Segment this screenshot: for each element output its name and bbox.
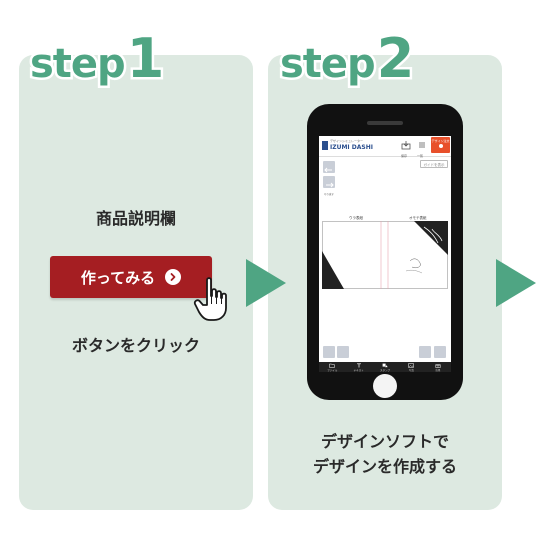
toolbar-file[interactable]: ファイル [319, 362, 345, 372]
product-description-label: 商品説明欄 [95, 209, 176, 228]
app-logo-subtitle: デザインシミュレーター [330, 139, 363, 143]
step2-heading: step2 [278, 29, 417, 88]
toolbar-text[interactable]: テキスト [345, 362, 371, 372]
app-bottom-toolbar: ファイル テキスト スタンプ 写真 背景 [319, 362, 451, 372]
phone-speaker [367, 121, 403, 125]
photo-icon [408, 362, 415, 368]
triangle-right-icon [496, 259, 536, 307]
try-making-button[interactable]: 作ってみる [50, 256, 212, 298]
toolbar-background[interactable]: 背景 [425, 362, 451, 372]
save-icon[interactable]: 保存 [401, 139, 411, 158]
layer-button[interactable] [419, 346, 431, 358]
app-header: デザインシミュレーター IZUMI DASHI 保存 一覧 デザイン注文 [319, 136, 451, 158]
step1-word: step [28, 41, 129, 87]
save-label: 保存 [401, 154, 408, 158]
toolbar-photo[interactable]: 写真 [398, 362, 424, 372]
toolbar-stamp-label: スタンプ [380, 368, 390, 372]
step2-word: step [278, 41, 379, 87]
app-logo-name: IZUMI DASHI [330, 144, 373, 151]
phone-home-button [373, 374, 397, 398]
settings-button[interactable] [323, 346, 335, 358]
design-instruction-line2: デザインを作成する [312, 457, 457, 476]
front-cover-label: オモテ表紙 [409, 216, 427, 220]
step1-heading: step1 [28, 29, 167, 88]
toolbar-stamp[interactable]: スタンプ [372, 362, 398, 372]
list-label: 一覧 [417, 154, 424, 158]
gift-icon [435, 363, 441, 368]
toolbar-text-label: テキスト [353, 368, 364, 372]
design-canvas[interactable] [322, 221, 448, 289]
toolbar-file-label: ファイル [327, 368, 338, 372]
toolbar-photo-label: 写真 [408, 368, 414, 372]
show-guide-button[interactable]: ガイドを表示 [420, 160, 448, 168]
list-icon[interactable]: 一覧 [417, 139, 427, 158]
click-button-instruction: ボタンをクリック [71, 336, 200, 355]
order-chevron-icon [438, 144, 443, 148]
hand-pointer-icon [193, 277, 227, 321]
toolbar-background-label: 背景 [435, 368, 441, 372]
design-app-screen: デザインシミュレーター IZUMI DASHI 保存 一覧 デザイン注文 元に戻… [319, 136, 451, 372]
grid-button[interactable] [337, 346, 349, 358]
fullscreen-button[interactable] [434, 346, 446, 358]
try-making-button-label: 作ってみる [80, 268, 156, 287]
smartphone-mockup: デザインシミュレーター IZUMI DASHI 保存 一覧 デザイン注文 元に戻… [307, 104, 463, 400]
design-order-button[interactable]: デザイン注文 [431, 137, 450, 153]
stamp-icon [382, 363, 388, 368]
text-icon [356, 362, 361, 367]
undo-button[interactable]: 元に戻す [323, 161, 335, 181]
logo-icon [322, 141, 328, 150]
redo-label: やり直す [323, 193, 334, 196]
step2-number: 2 [374, 27, 417, 90]
circle-chevron-right-icon [165, 269, 182, 285]
step1-number: 1 [124, 27, 167, 90]
folder-icon [329, 363, 335, 368]
design-order-label: デザイン注文 [431, 139, 450, 143]
back-cover-label: ウラ表紙 [349, 216, 363, 220]
triangle-right-icon [246, 259, 286, 307]
redo-button[interactable]: やり直す [323, 176, 335, 196]
design-instruction-line1: デザインソフトで [320, 432, 449, 451]
